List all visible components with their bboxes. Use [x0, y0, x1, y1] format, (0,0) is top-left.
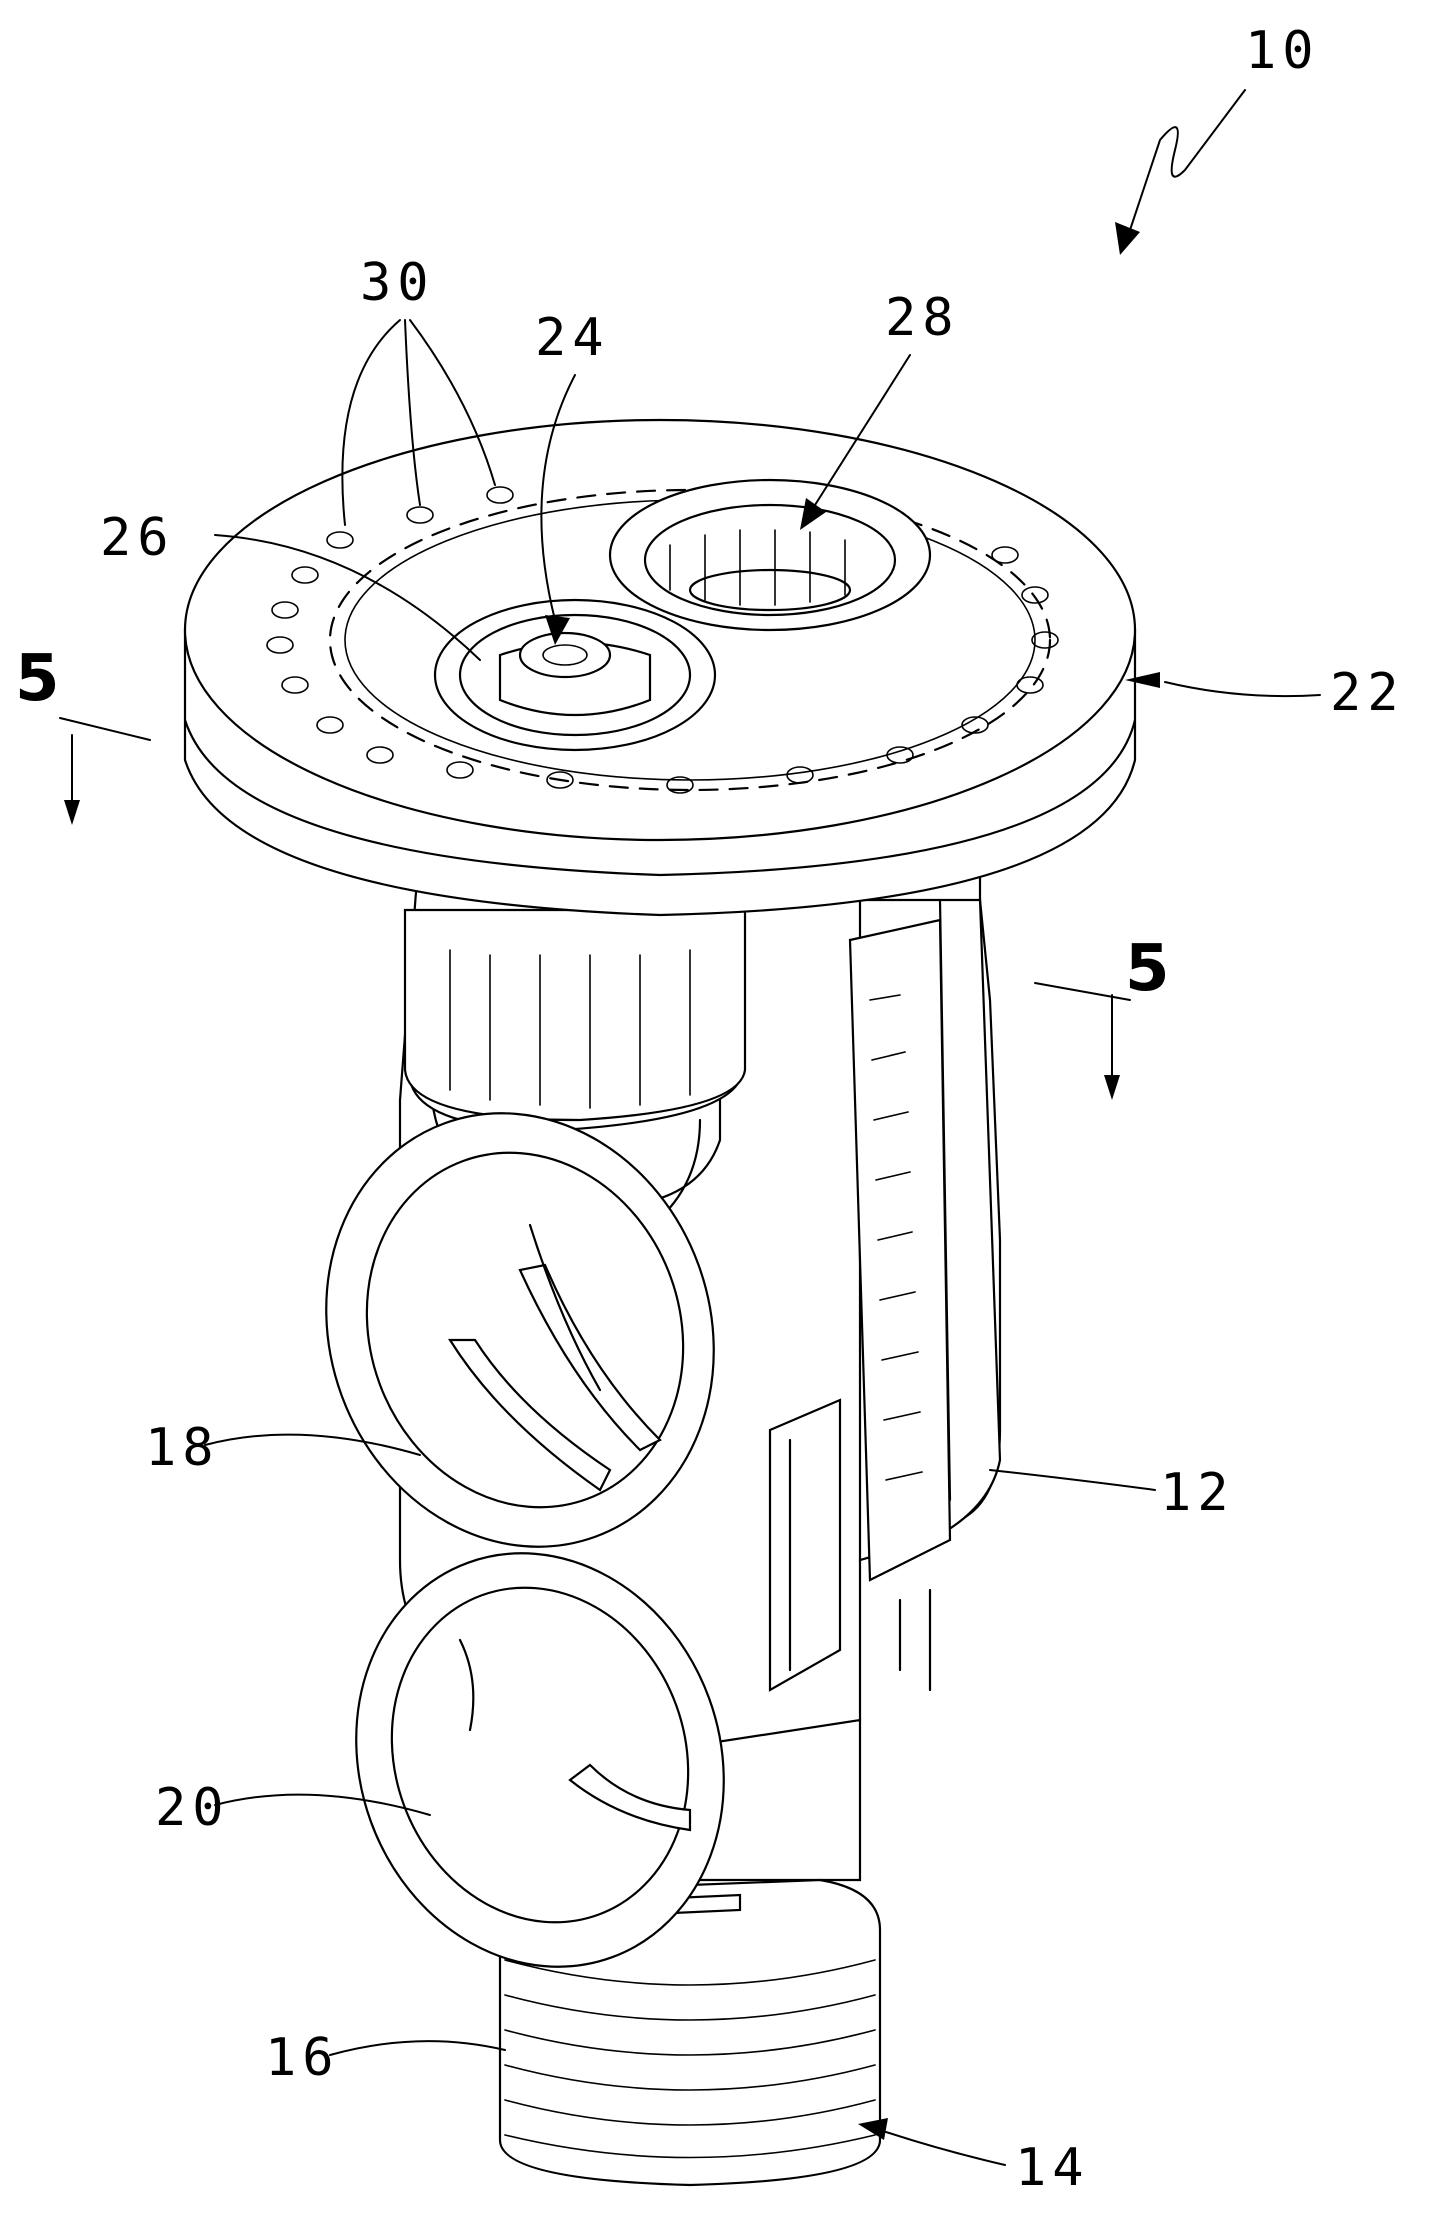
ref-10: 10 — [1245, 21, 1320, 81]
cap-disc — [185, 420, 1160, 915]
svg-text:26: 26 — [100, 508, 175, 568]
svg-text:18: 18 — [145, 1418, 220, 1478]
ref-label-16: 16 — [265, 2028, 505, 2088]
svg-text:20: 20 — [155, 1778, 230, 1838]
svg-text:28: 28 — [885, 288, 960, 348]
ref-label-14: 14 — [858, 2118, 1090, 2198]
svg-text:30: 30 — [360, 253, 435, 313]
svg-text:24: 24 — [535, 308, 610, 368]
svg-text:22: 22 — [1330, 663, 1405, 723]
assembly-leader: 10 — [1115, 21, 1320, 255]
section-mark-left: 5 — [15, 642, 150, 825]
svg-text:5: 5 — [15, 642, 60, 716]
svg-text:14: 14 — [1015, 2138, 1090, 2198]
svg-text:16: 16 — [265, 2028, 340, 2088]
ref-label-12: 12 — [990, 1463, 1235, 1523]
ref-label-22: 22 — [1165, 663, 1405, 723]
svg-text:5: 5 — [1125, 932, 1170, 1006]
section-mark-right: 5 — [1035, 932, 1170, 1100]
svg-text:12: 12 — [1160, 1463, 1235, 1523]
